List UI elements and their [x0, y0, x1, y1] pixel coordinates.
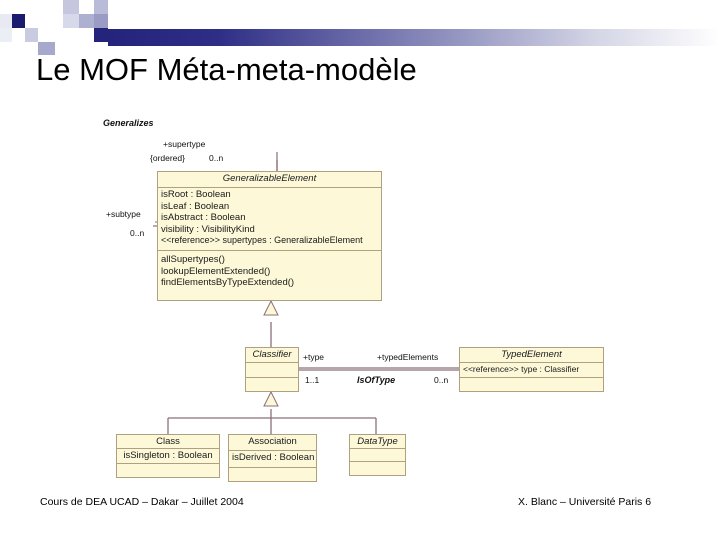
multiplicity-label-typed-elements: 0..n — [434, 375, 449, 385]
uml-class-association[interactable]: Association isDerived : Boolean — [228, 434, 317, 482]
role-label-typed-elements: +typedElements — [377, 352, 439, 362]
deco-square-1 — [0, 0, 12, 14]
deco-square-6 — [63, 0, 79, 14]
uml-class-typed-element[interactable]: TypedElement <<reference>> type : Classi… — [459, 347, 604, 392]
deco-square-2 — [0, 14, 12, 28]
page-title: Le MOF Méta-meta-modèle — [36, 52, 417, 87]
class-attributes-section — [350, 449, 405, 462]
generalization-arrow-classifier — [263, 299, 279, 316]
role-label-type: +type — [303, 352, 325, 362]
footer-author-info: X. Blanc – Université Paris 6 — [518, 496, 652, 508]
class-name-label: Class — [156, 436, 180, 447]
role-label-supertype: +supertype — [163, 139, 206, 149]
attribute-row: <<reference>> supertypes : Generalizable… — [161, 235, 363, 245]
class-name-section: Class — [117, 435, 219, 449]
class-name-label: Classifier — [252, 349, 292, 360]
class-attributes-section: <<reference>> type : Classifier — [460, 363, 603, 378]
class-name-section: TypedElement — [460, 348, 603, 363]
class-attributes-section: isDerived : Boolean — [229, 451, 316, 468]
class-name-label: Association — [248, 436, 297, 447]
deco-square-3 — [12, 14, 25, 28]
attribute-row: visibility : VisibilityKind — [161, 223, 255, 235]
uml-class-class[interactable]: Class isSingleton : Boolean — [116, 434, 220, 478]
deco-square-13 — [38, 42, 55, 55]
constraint-label-ordered: {ordered} — [150, 153, 185, 163]
header-gradient-bar — [108, 29, 720, 46]
class-operations-section — [229, 468, 316, 481]
class-name-label: GeneralizableElement — [222, 173, 317, 184]
multiplicity-label-type: 1..1 — [305, 375, 320, 385]
class-operations-section — [246, 378, 298, 391]
attribute-row: <<reference>> type : Classifier — [463, 364, 580, 374]
deco-square-4 — [0, 28, 12, 42]
association-label-isoftype: IsOfType — [357, 375, 396, 385]
class-attributes-section: isRoot : Boolean isLeaf : Boolean isAbst… — [158, 188, 381, 251]
slide-header-decoration — [0, 0, 720, 55]
operation-row: lookupElementExtended() — [161, 265, 271, 277]
class-operations-section — [350, 462, 405, 475]
multiplicity-label-subtype: 0..n — [130, 228, 145, 238]
operation-row: allSupertypes() — [161, 254, 225, 265]
operation-row: findElementsByTypeExtended() — [161, 277, 295, 288]
deco-square-14 — [55, 28, 63, 42]
deco-square-8 — [79, 0, 94, 14]
class-name-section: Association — [229, 435, 316, 451]
class-operations-section — [460, 378, 603, 391]
class-attributes-section — [246, 363, 298, 378]
uml-class-generalizable-element[interactable]: GeneralizableElement isRoot : Boolean is… — [157, 171, 382, 301]
class-name-label: DataType — [357, 436, 398, 447]
multiplicity-label-supertype: 0..n — [209, 153, 224, 163]
footer-course-info: Cours de DEA UCAD – Dakar – Juillet 2004 — [40, 496, 244, 508]
deco-square-11 — [94, 14, 108, 28]
deco-square-9 — [79, 14, 94, 28]
uml-class-classifier[interactable]: Classifier — [245, 347, 299, 392]
class-name-section: DataType — [350, 435, 405, 449]
association-label-generalizes: Generalizes — [103, 118, 154, 128]
class-attributes-section: isSingleton : Boolean — [117, 449, 219, 464]
class-operations-section: allSupertypes() lookupElementExtended() … — [158, 251, 381, 302]
attribute-row: isAbstract : Boolean — [161, 212, 246, 223]
attribute-row: isLeaf : Boolean — [161, 200, 230, 212]
attribute-row: isDerived : Boolean — [232, 452, 315, 463]
deco-square-5 — [25, 28, 38, 42]
deco-square-7 — [63, 14, 79, 28]
deco-square-10 — [94, 0, 108, 14]
deco-square-12 — [94, 28, 108, 42]
attribute-row: isRoot : Boolean — [161, 189, 231, 200]
class-name-label: TypedElement — [501, 349, 562, 360]
class-operations-section — [117, 464, 219, 477]
class-name-section: Classifier — [246, 348, 298, 363]
uml-class-datatype[interactable]: DataType — [349, 434, 406, 476]
role-label-subtype: +subtype — [106, 209, 141, 219]
class-name-section: GeneralizableElement — [158, 172, 381, 188]
attribute-row: isSingleton : Boolean — [123, 450, 213, 461]
generalization-arrow-subclasses — [263, 390, 279, 407]
